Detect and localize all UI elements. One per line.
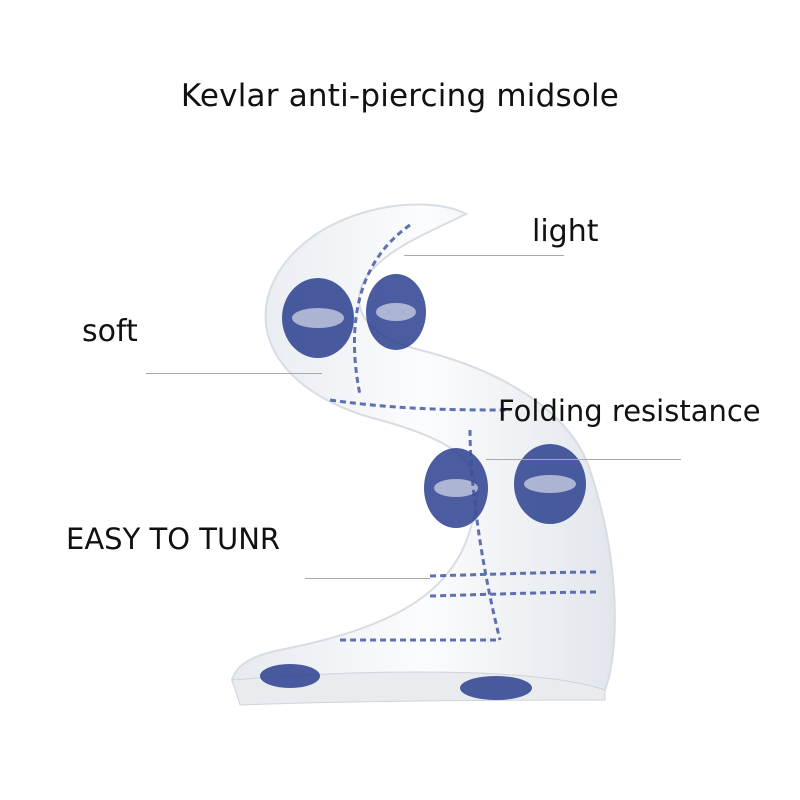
emblem-highlights bbox=[292, 303, 576, 497]
leader-line-light bbox=[404, 255, 564, 256]
callout-soft: soft bbox=[82, 314, 138, 349]
leader-line-folding bbox=[486, 459, 681, 460]
leader-line-turn bbox=[305, 578, 430, 579]
callout-light: light bbox=[532, 214, 599, 249]
page-title: Kevlar anti-piercing midsole bbox=[180, 78, 620, 114]
callout-easy-to-turn: EASY TO TUNR bbox=[66, 522, 281, 556]
print-bands bbox=[329, 223, 601, 642]
callout-folding-resistance: Folding resistance bbox=[498, 394, 761, 428]
leader-line-soft bbox=[146, 373, 322, 374]
emblem-6 bbox=[460, 676, 532, 700]
emblem-5 bbox=[260, 664, 320, 688]
